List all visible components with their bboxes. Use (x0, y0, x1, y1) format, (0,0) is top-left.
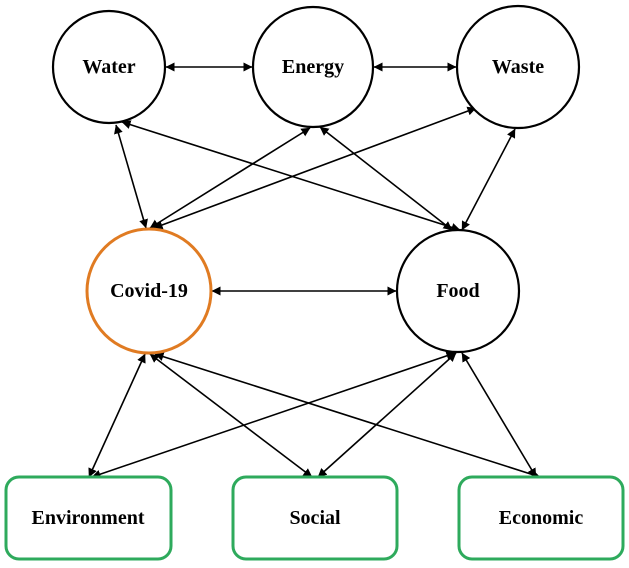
node-social: Social (231, 475, 399, 561)
edge-waste-covid (153, 106, 477, 230)
edge-covid-economic (154, 352, 541, 479)
edge-water-covid (114, 124, 148, 229)
node-food: Food (395, 228, 521, 354)
node-food-label: Food (436, 280, 479, 302)
edge-food-social (317, 352, 457, 478)
node-waste-label: Waste (492, 56, 544, 78)
edge-layer (88, 62, 541, 479)
node-economic-label: Economic (499, 507, 584, 529)
node-environment: Environment (4, 475, 173, 561)
node-economic: Economic (457, 475, 625, 561)
node-environment-label: Environment (32, 507, 145, 529)
node-waste: Waste (455, 4, 581, 130)
node-energy: Energy (251, 5, 375, 129)
node-water: Water (51, 9, 167, 125)
node-covid: Covid-19 (85, 227, 213, 355)
node-energy-label: Energy (282, 56, 344, 78)
edge-covid-social (149, 353, 313, 478)
edge-food-environment (91, 351, 456, 479)
edge-waste-food (461, 128, 516, 231)
edge-covid-environment (88, 353, 146, 478)
node-covid-label: Covid-19 (110, 280, 188, 302)
edge-energy-food (319, 126, 453, 231)
node-water-label: Water (82, 56, 135, 78)
node-social-label: Social (289, 507, 341, 529)
edge-food-economic (461, 352, 537, 478)
